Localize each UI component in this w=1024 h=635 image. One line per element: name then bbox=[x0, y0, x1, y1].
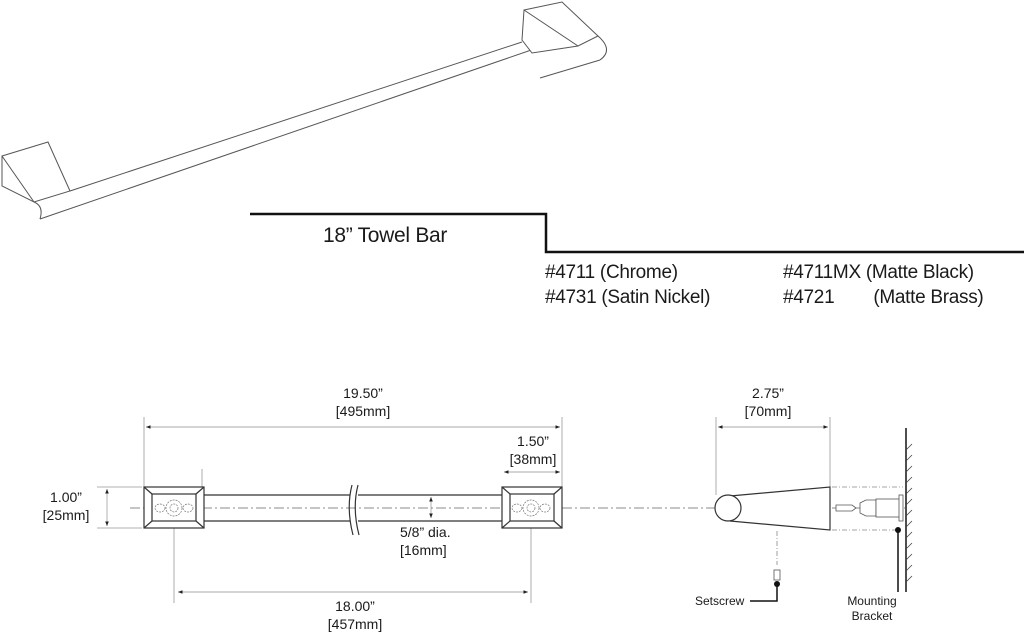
dim-metric: [25mm] bbox=[42, 507, 90, 523]
dim-imperial: 19.50” bbox=[343, 385, 383, 401]
dim-metric: [457mm] bbox=[327, 616, 383, 632]
dim-metric: [16mm] bbox=[400, 542, 447, 558]
overall-length-dimension: 19.50” [495mm] bbox=[308, 384, 418, 420]
model-4711mx: #4711MX (Matte Black) bbox=[783, 261, 974, 285]
model-number: #4711MX bbox=[783, 262, 861, 283]
setscrew-callout-dot bbox=[774, 581, 780, 587]
model-4731: #4731 (Satin Nickel) bbox=[545, 286, 710, 310]
center-to-center-dimension: 18.00” [457mm] bbox=[300, 597, 410, 633]
model-4721: #4721 (Matte Brass) bbox=[783, 286, 984, 310]
model-number: #4711 bbox=[545, 262, 595, 283]
label-line: Mounting bbox=[847, 594, 897, 608]
model-finish: (Chrome) bbox=[599, 262, 678, 283]
bar-diameter-dimension: 5/8” dia. [16mm] bbox=[400, 523, 451, 559]
mounting-bracket-label: Mounting Bracket bbox=[842, 594, 902, 624]
dim-imperial: 5/8” dia. bbox=[400, 524, 451, 540]
projection-dimension: 2.75” [70mm] bbox=[728, 384, 808, 420]
bracket-height-dimension: 1.00” [25mm] bbox=[34, 488, 98, 524]
model-finish: (Matte Black) bbox=[865, 262, 974, 283]
dim-metric: [70mm] bbox=[744, 403, 792, 419]
model-number: #4731 bbox=[545, 287, 597, 308]
dim-metric: [38mm] bbox=[509, 451, 557, 467]
model-4711: #4711 (Chrome) bbox=[545, 261, 678, 285]
dim-imperial: 2.75” bbox=[752, 385, 784, 401]
dim-imperial: 18.00” bbox=[335, 598, 375, 614]
bracket-width-dimension: 1.50” [38mm] bbox=[498, 432, 568, 468]
dim-imperial: 1.50” bbox=[517, 433, 549, 449]
product-title: 18” Towel Bar bbox=[323, 224, 448, 247]
model-finish: (Satin Nickel) bbox=[601, 287, 711, 308]
dim-imperial: 1.00” bbox=[50, 489, 82, 505]
bracket-callout-dot bbox=[895, 527, 901, 533]
setscrew-label: Setscrew bbox=[695, 594, 745, 608]
model-number: #4721 bbox=[783, 287, 835, 308]
model-finish: (Matte Brass) bbox=[873, 287, 984, 308]
dim-metric: [495mm] bbox=[335, 403, 391, 419]
label-line: Bracket bbox=[851, 609, 893, 623]
